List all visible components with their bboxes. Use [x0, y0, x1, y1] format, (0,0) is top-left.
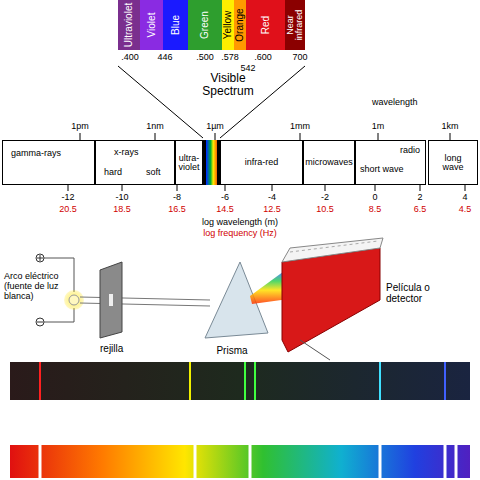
band-label: hard [104, 168, 122, 177]
diagram-label: -6 [221, 193, 229, 203]
band-label: Yellow [223, 2, 234, 48]
spectrum-band: Blue [163, 0, 188, 50]
diagram-label: 2 [417, 193, 422, 203]
diagram-label: -12 [61, 193, 74, 203]
diagram-label: 4.5 [459, 205, 472, 215]
band-segment: infra-red [220, 140, 303, 185]
band-label: soft [146, 168, 161, 177]
band-label: Violet [146, 2, 157, 48]
spectrum-band: Ultraviolet [118, 0, 140, 50]
band-label: ultra-violet [176, 153, 202, 172]
band-label: gamma-rays [11, 149, 61, 158]
diagram-label: -8 [173, 193, 181, 203]
band-label: long wave [439, 153, 467, 172]
band-label: Blue [170, 2, 181, 48]
diagram-label: 1µm [206, 122, 224, 132]
band-segment: microwaves [303, 140, 355, 185]
diagram-label: 6.5 [414, 205, 427, 215]
band-segment: long wave [428, 140, 478, 185]
band-label: radio [400, 146, 420, 155]
band-label: x-rays [114, 148, 139, 157]
diagram-label: 1pm [71, 122, 89, 132]
band-label: Orange [235, 2, 246, 48]
diagram-label: 16.5 [168, 205, 186, 215]
band-label: Ultraviolet [124, 2, 135, 48]
diagram-label: .578 [221, 53, 239, 63]
diagram-label: Visible Spectrum [195, 72, 261, 98]
spectrum-band: Orange [234, 0, 246, 50]
diagram-label: 446 [157, 53, 172, 63]
spectrum-band: Near infrared [285, 0, 305, 50]
band-label: Near infrared [286, 2, 305, 48]
band-segment: x-rays hard soft [95, 140, 175, 185]
band-segment: ultra-violet [175, 140, 203, 185]
band-segment: gamma-rays [2, 140, 95, 185]
diagram-label: 12.5 [263, 205, 281, 215]
diagram-label: 8.5 [369, 205, 382, 215]
diagram-label: 1m [372, 122, 385, 132]
diagram-label: -2 [321, 193, 329, 203]
diagram-label: 700 [292, 53, 307, 63]
diagram-label: wavelength [372, 98, 418, 108]
diagram-label: 4 [462, 193, 467, 203]
spectrum-band: Violet [140, 0, 163, 50]
band-label: Red [260, 2, 271, 48]
diagram-label: 18.5 [113, 205, 131, 215]
diagram-label: 1mm [290, 122, 310, 132]
band-segment: radio short wave [355, 140, 426, 185]
spectrum-band: Yellow [222, 0, 234, 50]
diagram-label: rejilla [100, 343, 123, 354]
diagram-label: -10 [115, 193, 128, 203]
diagram-label: 14.5 [216, 205, 234, 215]
diagram-label: 0 [372, 193, 377, 203]
band-label: infra-red [245, 158, 279, 167]
diagram-label: Película o detector [386, 282, 462, 304]
diagram-label: Arco eléctrico (fuente de luz blanca) [4, 272, 66, 302]
diagram-label: 1km [441, 122, 458, 132]
diagram-label: 20.5 [59, 205, 77, 215]
diagram-label: log wavelength (m) [202, 218, 278, 228]
diagram-label: 10.5 [316, 205, 334, 215]
diagram-label: .500 [196, 53, 214, 63]
diagram-label: log frequency (Hz) [203, 229, 277, 239]
diagram-label: 1nm [146, 122, 164, 132]
diagram-label: -4 [268, 193, 276, 203]
band-label: Green [200, 2, 211, 48]
band-label: short wave [360, 165, 404, 174]
diagram-label: .600 [254, 53, 272, 63]
band-label: microwaves [305, 158, 353, 167]
spectrum-band: Green [188, 0, 222, 50]
diagram-label: Prisma [216, 345, 247, 356]
diagram-label: .400 [121, 53, 139, 63]
spectrum-band: Red [246, 0, 285, 50]
